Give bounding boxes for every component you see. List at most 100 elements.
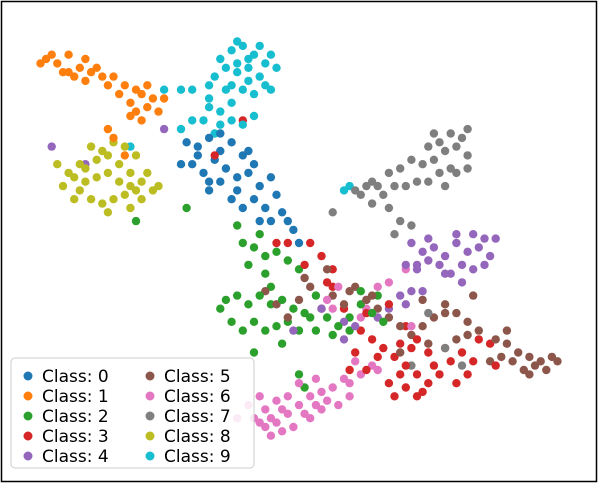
point-class-3-24 [306, 238, 315, 248]
point-class-7-17 [407, 155, 416, 164]
point-class-1-26 [109, 133, 118, 143]
point-class-1-7 [115, 89, 124, 99]
point-class-3-6 [424, 379, 433, 388]
point-class-2-35 [277, 339, 287, 348]
point-class-9-41 [233, 37, 242, 46]
point-class-2-32 [255, 230, 264, 239]
point-class-7-9 [401, 181, 410, 191]
point-class-4-26 [396, 291, 405, 300]
point-class-6-28 [345, 392, 354, 401]
point-class-6-20 [277, 405, 287, 414]
point-class-0-15 [261, 203, 270, 213]
point-class-3-25 [300, 260, 309, 270]
point-class-8-14 [92, 173, 101, 182]
point-class-6-27 [311, 374, 321, 383]
point-class-9-15 [266, 50, 276, 59]
point-class-6-37 [384, 278, 394, 287]
point-class-4-25 [339, 317, 349, 326]
point-class-4-32 [289, 326, 298, 335]
point-class-9-29 [227, 116, 236, 125]
point-class-9-19 [221, 85, 231, 94]
legend-label-8: Class: 8 [164, 427, 231, 447]
point-class-2-2 [244, 300, 253, 309]
point-class-2-8 [311, 291, 321, 300]
point-class-9-0 [216, 54, 225, 64]
point-class-1-30 [81, 54, 90, 64]
point-class-9-1 [227, 46, 236, 55]
point-class-1-9 [131, 107, 141, 116]
legend-label-7: Class: 7 [164, 407, 231, 427]
point-class-9-11 [227, 81, 236, 90]
point-class-7-24 [440, 181, 450, 191]
point-class-3-12 [407, 343, 416, 353]
point-class-5-38 [424, 339, 433, 348]
point-class-2-5 [277, 295, 287, 305]
point-class-7-1 [429, 155, 439, 164]
point-class-5-32 [306, 282, 315, 291]
point-class-9-26 [199, 116, 208, 125]
point-class-4-2 [429, 243, 439, 252]
point-class-9-18 [244, 63, 253, 72]
point-class-7-19 [435, 138, 444, 147]
point-class-0-24 [283, 216, 292, 226]
point-class-8-10 [98, 199, 107, 208]
point-class-8-8 [120, 190, 129, 199]
point-class-9-16 [255, 41, 264, 51]
point-class-2-29 [261, 269, 270, 278]
point-class-0-23 [277, 208, 287, 217]
point-class-7-15 [384, 168, 394, 178]
point-class-7-12 [367, 199, 377, 208]
point-class-3-43 [396, 339, 405, 348]
point-class-2-25 [261, 251, 270, 261]
point-class-1-13 [148, 94, 158, 103]
point-class-0-16 [238, 203, 247, 213]
point-class-9-25 [227, 98, 236, 108]
point-class-2-9 [322, 313, 332, 322]
point-class-9-24 [204, 94, 214, 103]
point-class-0-13 [216, 177, 225, 186]
legend-marker-1 [23, 391, 33, 401]
point-class-8-13 [81, 177, 90, 186]
point-class-5-22 [362, 295, 371, 305]
point-class-3-37 [210, 151, 219, 160]
legend-marker-7 [145, 411, 155, 421]
point-class-8-31 [126, 203, 135, 213]
point-class-7-6 [435, 168, 444, 178]
point-class-7-11 [379, 190, 388, 199]
point-class-6-4 [294, 400, 304, 410]
point-class-7-36 [463, 164, 472, 173]
point-class-2-16 [238, 326, 247, 335]
point-class-4-8 [469, 265, 478, 274]
point-class-0-9 [238, 151, 247, 160]
point-class-3-18 [418, 387, 427, 397]
point-class-0-33 [249, 160, 259, 169]
point-class-7-20 [446, 129, 455, 138]
point-class-7-21 [457, 133, 467, 143]
point-class-0-8 [221, 164, 231, 173]
point-class-3-19 [452, 379, 461, 388]
point-class-4-18 [440, 269, 450, 278]
point-class-7-33 [440, 343, 450, 353]
point-class-4-0 [407, 238, 416, 248]
point-class-8-26 [64, 168, 73, 178]
point-class-7-0 [418, 160, 427, 169]
point-class-6-13 [300, 409, 309, 418]
legend-label-6: Class: 6 [164, 387, 231, 407]
point-class-2-0 [221, 295, 231, 305]
point-class-8-2 [92, 155, 101, 164]
point-class-4-13 [412, 260, 422, 270]
point-class-5-1 [502, 339, 512, 348]
point-class-2-34 [249, 348, 259, 357]
point-class-2-17 [249, 317, 259, 326]
point-class-0-6 [188, 160, 197, 169]
point-class-0-26 [255, 216, 264, 226]
point-class-5-45 [525, 370, 534, 379]
point-class-5-10 [497, 352, 506, 362]
point-class-2-30 [244, 260, 253, 270]
point-class-3-9 [457, 348, 467, 357]
point-class-7-30 [390, 230, 399, 239]
point-class-2-3 [255, 291, 264, 300]
point-class-7-34 [457, 361, 467, 370]
point-class-6-43 [334, 282, 343, 291]
point-class-9-27 [216, 107, 225, 116]
